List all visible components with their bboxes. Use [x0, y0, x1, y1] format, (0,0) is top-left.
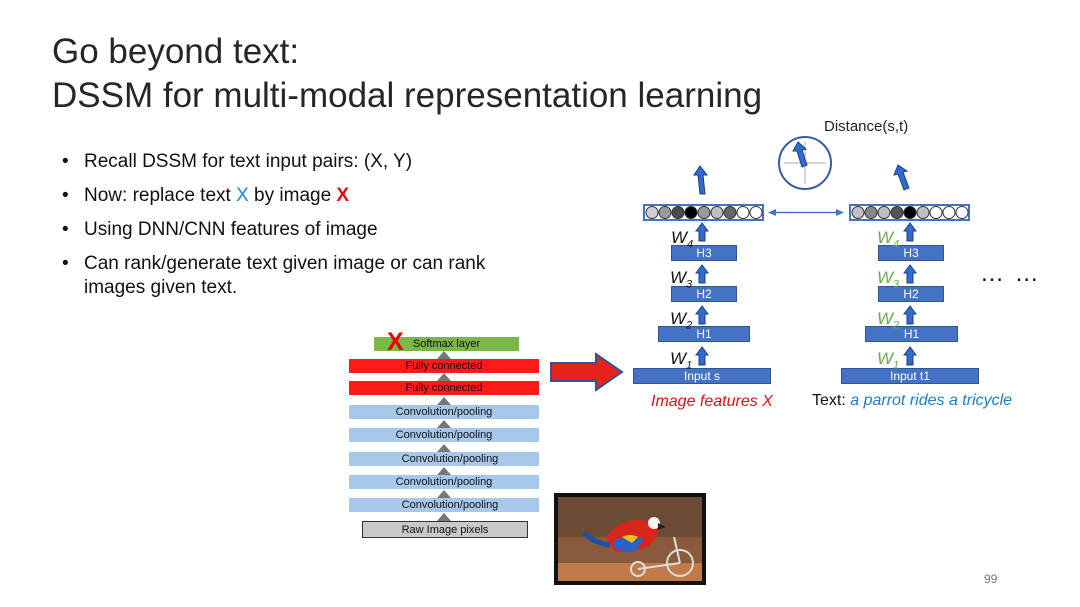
right-w2-label: W2 [877, 309, 900, 332]
bullet-4: Can rank/generate text given image or ca… [58, 252, 538, 300]
right-w3-label: W3 [877, 268, 900, 291]
conv-pooling-layer-4: Convolution/pooling [349, 475, 539, 489]
right-w1-label: W1 [877, 349, 900, 372]
left-w2-label: W2 [670, 309, 693, 332]
up-arrow-icon [903, 305, 917, 325]
semantic-vectors [643, 204, 970, 221]
up-arrow-icon [695, 305, 709, 325]
up-arrow-icon [695, 264, 709, 284]
page-number: 99 [984, 572, 998, 586]
text-caption: Text: a parrot rides a tricycle [812, 392, 1012, 410]
up-arrow-icon [437, 444, 451, 452]
slide-title: Go beyond text: DSSM for multi-modal rep… [52, 30, 762, 118]
up-arrow-icon [695, 222, 709, 242]
fully-connected-layer-2: Fully connected [349, 381, 539, 395]
left-w1-label: W1 [670, 349, 693, 372]
raw-pixels-layer: Raw Image pixels [362, 521, 528, 538]
bullet-2-pre: Now: replace text [84, 185, 237, 206]
up-arrow-icon [903, 222, 917, 242]
cross-mark-icon: X [387, 328, 404, 356]
right-h3-layer: H3 [878, 245, 944, 261]
text-caption-sentence: a parrot rides a tricycle [850, 392, 1013, 409]
up-arrow-icon [437, 513, 451, 521]
left-w3-label: W3 [670, 268, 693, 291]
left-h3-layer: H3 [671, 245, 737, 261]
title-line-2: DSSM for multi-modal representation lear… [52, 76, 763, 115]
fully-connected-layer-1: Fully connected [349, 359, 539, 373]
bullet-2-mid: by image [248, 185, 337, 206]
bullet-2-x-image: X [336, 185, 350, 206]
bullet-2: Now: replace text X by image X [58, 184, 538, 208]
image-features-caption: Image features X [651, 393, 773, 410]
bullet-1: Recall DSSM for text input pairs: (X, Y) [58, 150, 538, 174]
conv-pooling-layer-1: Convolution/pooling [349, 405, 539, 419]
compass-gauge-icon [778, 136, 832, 190]
right-h1-layer: H1 [865, 326, 958, 342]
bullet-2-x-text: X [236, 185, 249, 206]
up-arrow-icon [437, 373, 451, 381]
softmax-layer: Softmax layer [374, 337, 519, 351]
right-input-layer: Input t1 [841, 368, 979, 384]
distance-label: Distance(s,t) [824, 118, 909, 135]
ellipsis: … … [980, 260, 1041, 287]
left-w4-label: W4 [671, 228, 694, 251]
conv-pooling-layer-5: Convolution/pooling [349, 498, 539, 512]
up-arrow-icon [437, 351, 451, 359]
conv-pooling-layer-3: Convolution/pooling [349, 452, 539, 466]
right-h2-layer: H2 [878, 286, 944, 302]
bullet-list: Recall DSSM for text input pairs: (X, Y)… [58, 150, 538, 310]
right-arrow-icon [550, 352, 624, 392]
bullet-3: Using DNN/CNN features of image [58, 218, 538, 242]
up-arrow-icon [903, 346, 917, 366]
right-w4-label: W4 [877, 228, 900, 251]
left-input-layer: Input s [633, 368, 771, 384]
parrot-on-tricycle-photo [554, 493, 706, 585]
up-arrow-icon [693, 165, 709, 195]
conv-pooling-layer-2: Convolution/pooling [349, 428, 539, 442]
up-arrow-icon [437, 397, 451, 405]
up-arrow-icon [903, 264, 917, 284]
up-arrow-icon [437, 490, 451, 498]
up-arrow-icon [437, 420, 451, 428]
title-line-1: Go beyond text: [52, 32, 300, 71]
up-arrow-icon [695, 346, 709, 366]
right-vector-nodes [851, 206, 969, 219]
left-h2-layer: H2 [671, 286, 737, 302]
left-h1-layer: H1 [658, 326, 750, 342]
up-arrow-icon [893, 164, 910, 191]
left-vector-nodes [645, 206, 763, 219]
text-caption-prefix: Text: [812, 392, 851, 409]
up-arrow-icon [437, 467, 451, 475]
